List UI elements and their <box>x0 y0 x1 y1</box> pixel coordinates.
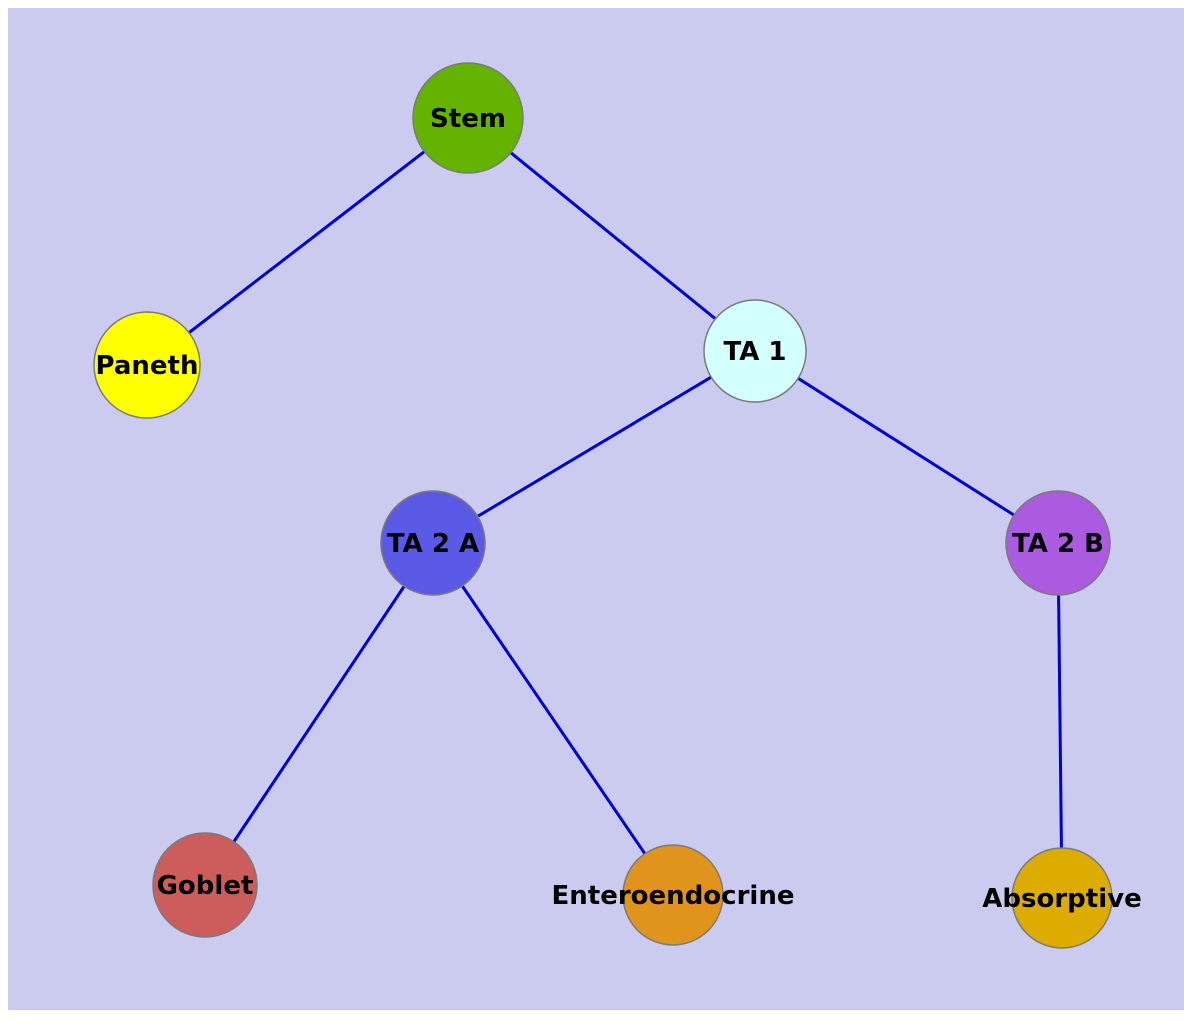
edge-ta1-ta2b <box>754 349 1059 545</box>
edge-ta2b-absorptive <box>1056 542 1064 899</box>
node-ta2b-circle <box>1005 490 1111 596</box>
node-stem-circle <box>412 62 524 174</box>
edges-layer <box>146 116 1064 899</box>
node-ta1-circle <box>703 299 807 403</box>
node-paneth-circle <box>93 311 201 419</box>
edge-stem-paneth <box>146 116 469 367</box>
edge-ta2a-enteroendocrine <box>431 542 675 896</box>
node-absorptive-circle <box>1011 847 1113 949</box>
edge-ta2a-goblet <box>203 542 435 886</box>
edge-stem-ta1 <box>467 116 756 353</box>
node-enteroendocrine-circle <box>622 844 724 946</box>
node-goblet-circle <box>152 832 258 938</box>
node-ta2a-circle <box>380 490 486 596</box>
nodes-layer <box>93 62 1113 949</box>
edge-ta1-ta2a <box>432 349 756 545</box>
